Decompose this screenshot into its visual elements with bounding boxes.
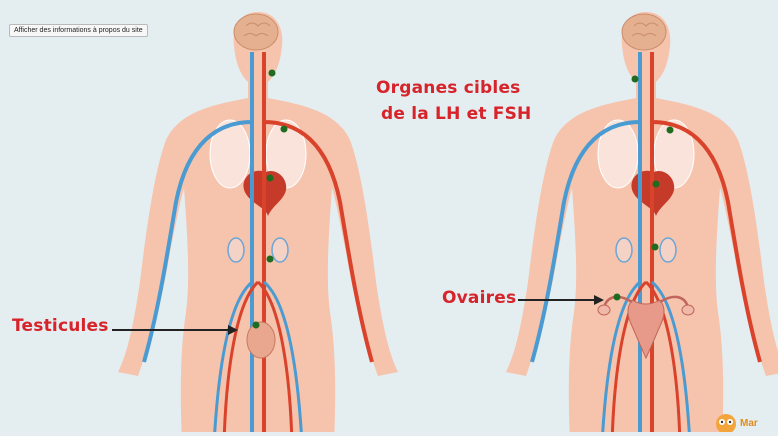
target-dot-icon	[269, 70, 276, 77]
ovary-organ	[682, 305, 694, 315]
ovary-organ	[598, 305, 610, 315]
target-dot-icon	[652, 244, 659, 251]
site-info-tooltip: Afficher des informations à propos du si…	[9, 24, 148, 37]
watermark-text: Mar	[740, 418, 758, 429]
target-dot-icon	[632, 76, 639, 83]
brain-icon	[622, 14, 666, 50]
target-dot-icon	[267, 256, 274, 263]
target-dot-icon	[281, 126, 288, 133]
title-line-1: Organes cibles	[376, 78, 521, 98]
target-dot-icon	[614, 294, 621, 301]
female-figure	[506, 12, 778, 432]
title-line-2: de la LH et FSH	[381, 104, 531, 124]
target-dot-icon	[267, 175, 274, 182]
label-testicules: Testicules	[12, 316, 109, 336]
label-ovaires: Ovaires	[442, 288, 516, 308]
target-dot-icon	[653, 181, 660, 188]
testes-organ	[247, 322, 275, 358]
brain-icon	[234, 14, 278, 50]
male-figure	[118, 12, 398, 432]
target-dot-icon	[253, 322, 260, 329]
target-dot-icon	[667, 127, 674, 134]
